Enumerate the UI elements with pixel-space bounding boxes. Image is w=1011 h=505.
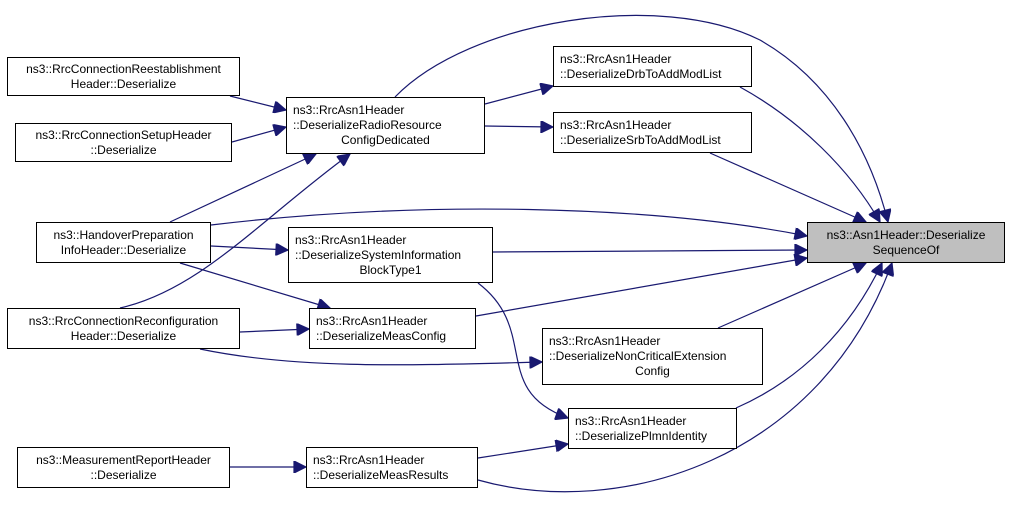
- node-rrc-connection-reconfiguration-header-deserialize[interactable]: ns3::RrcConnectionReconfiguration Header…: [7, 308, 240, 349]
- edge-f-t: [394, 14, 888, 222]
- edge-c-h: [179, 262, 330, 308]
- node-deserialize-meas-config[interactable]: ns3::RrcAsn1Header ::DeserializeMeasConf…: [309, 308, 476, 349]
- node-deserialize-meas-results[interactable]: ns3::RrcAsn1Header ::DeserializeMeasResu…: [306, 447, 478, 488]
- node-label-line: ns3::RrcAsn1Header: [295, 232, 407, 247]
- edge-l-t: [717, 263, 866, 329]
- node-label-line: Header::Deserialize: [70, 76, 177, 91]
- node-label-line: ns3::RrcAsn1Header: [549, 334, 661, 348]
- edge-c-g: [210, 246, 288, 250]
- node-label-line: ::DeserializeNonCriticalExtension: [549, 349, 727, 363]
- node-label-line: ns3::RrcAsn1Header: [575, 413, 687, 428]
- edge-m-t: [735, 263, 882, 409]
- node-label-line: ::DeserializeMeasConfig: [316, 328, 447, 343]
- edge-g-t: [492, 250, 807, 252]
- node-asn1-header-deserialize-sequence-of[interactable]: ns3::Asn1Header::Deserialize SequenceOf: [807, 222, 1005, 263]
- node-label-line: ::Deserialize: [90, 142, 157, 157]
- node-label-line: ns3::Asn1Header::Deserialize: [826, 227, 986, 242]
- node-label-line: SequenceOf: [872, 242, 940, 257]
- edge-d-f: [119, 154, 350, 309]
- node-deserialize-radio-resource-config-dedicated[interactable]: ns3::RrcAsn1Header ::DeserializeRadioRes…: [286, 97, 485, 154]
- node-label-line: InfoHeader::Deserialize: [60, 242, 187, 257]
- node-label-line: ns3::RrcAsn1Header: [293, 103, 405, 117]
- node-deserialize-drb-to-add-mod-list[interactable]: ns3::RrcAsn1Header ::DeserializeDrbToAdd…: [553, 46, 752, 87]
- node-label-line: ns3::RrcAsn1Header: [316, 313, 428, 328]
- node-label-line: ns3::MeasurementReportHeader: [36, 452, 211, 467]
- edge-k-t: [709, 152, 866, 222]
- edge-d-h: [239, 329, 309, 332]
- node-label-line: ::DeserializeSrbToAddModList: [560, 132, 721, 147]
- node-measurement-report-header-deserialize[interactable]: ns3::MeasurementReportHeader ::Deseriali…: [17, 447, 230, 488]
- node-label-line: ns3::HandoverPreparation: [53, 227, 194, 242]
- node-label-line: ns3::RrcConnectionReconfiguration: [28, 313, 219, 328]
- node-label-line: ns3::RrcConnectionSetupHeader: [35, 127, 212, 142]
- node-rrc-connection-setup-header-deserialize[interactable]: ns3::RrcConnectionSetupHeader ::Deserial…: [15, 123, 232, 162]
- node-deserialize-system-information-block-type1[interactable]: ns3::RrcAsn1Header ::DeserializeSystemIn…: [288, 227, 493, 283]
- node-label-line: ::DeserializeDrbToAddModList: [560, 66, 722, 81]
- edge-d-l: [199, 348, 542, 365]
- node-label-line: Config: [635, 364, 670, 378]
- edge-f-k: [484, 126, 553, 127]
- edge-b-f: [231, 127, 286, 143]
- edge-j-t: [739, 86, 880, 222]
- edge-a-f: [229, 95, 286, 110]
- node-label-line: ::DeserializeSystemInformation: [295, 247, 462, 262]
- node-label-line: ns3::RrcAsn1Header: [313, 452, 425, 467]
- node-deserialize-plmn-identity[interactable]: ns3::RrcAsn1Header ::DeserializePlmnIden…: [568, 408, 737, 449]
- node-label-line: ns3::RrcAsn1Header: [560, 117, 672, 132]
- node-label-line: BlockType1: [359, 262, 422, 277]
- edge-g-m: [477, 282, 568, 418]
- node-label-line: ConfigDedicated: [341, 133, 430, 147]
- node-label-line: ::Deserialize: [90, 467, 157, 482]
- node-deserialize-non-critical-extension-config[interactable]: ns3::RrcAsn1Header ::DeserializeNonCriti…: [542, 328, 763, 385]
- node-handover-preparation-info-header-deserialize[interactable]: ns3::HandoverPreparation InfoHeader::Des…: [36, 222, 211, 263]
- node-label-line: ns3::RrcAsn1Header: [560, 51, 672, 66]
- node-label-line: ns3::RrcConnectionReestablishment: [26, 61, 221, 76]
- node-deserialize-srb-to-add-mod-list[interactable]: ns3::RrcAsn1Header ::DeserializeSrbToAdd…: [553, 112, 752, 153]
- edge-i-m: [477, 444, 568, 459]
- node-label-line: ::DeserializeMeasResults: [313, 467, 449, 482]
- edge-c-f: [169, 154, 316, 223]
- edge-h-t: [475, 258, 807, 317]
- node-label-line: ::DeserializePlmnIdentity: [575, 428, 708, 443]
- node-label-line: Header::Deserialize: [70, 328, 177, 343]
- node-rrc-connection-reestablishment-header-deserialize[interactable]: ns3::RrcConnectionReestablishment Header…: [7, 57, 240, 96]
- edge-c-t: [210, 208, 807, 236]
- edge-f-j: [484, 86, 553, 105]
- edge-i-t: [477, 263, 892, 493]
- node-label-line: ::DeserializeRadioResource: [293, 118, 442, 132]
